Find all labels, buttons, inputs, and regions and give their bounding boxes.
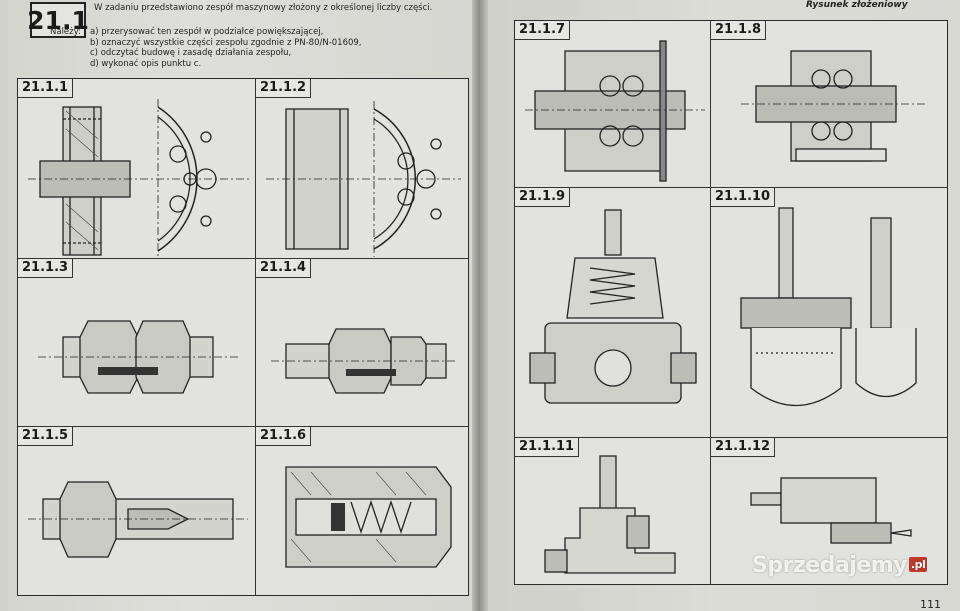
figure-label: 21.1.4: [256, 259, 312, 278]
figure-cell: 21.1.5: [18, 427, 256, 595]
pneumatic-nozzle-drawing: [750, 477, 912, 544]
angle-valve-drawing: [544, 455, 676, 574]
figure-label: 21.1.3: [18, 259, 74, 278]
figure-label: 21.1.1: [18, 79, 74, 98]
figure-cell: 21.1.9: [515, 188, 711, 438]
figure-cell: 21.1.11: [515, 438, 711, 584]
pipe-union-drawing: [38, 320, 238, 394]
figure-label: 21.1.7: [515, 21, 571, 40]
watermark: Sprzedajemy.pl: [752, 553, 928, 578]
watermark-suffix: .pl: [909, 557, 928, 572]
task-item: d) wykonać opis punktu c.: [90, 58, 202, 69]
wheel-assembly-drawing: [28, 99, 250, 257]
threaded-fitting-drawing: [271, 328, 456, 394]
task-item: a) przerysować ten zespół w podziałce po…: [90, 27, 324, 37]
exercise-number: 21.1: [27, 2, 89, 38]
page-number: 111: [920, 598, 941, 611]
filter-bowl-drawing: [740, 207, 917, 407]
task-item: c) odczytać budowę i zasadę działania ze…: [90, 48, 292, 58]
figure-label: 21.1.5: [18, 427, 74, 446]
figure-cell: 21.1.2: [256, 79, 468, 259]
figure-label: 21.1.6: [256, 427, 312, 446]
figure-label: 21.1.8: [711, 21, 767, 40]
watermark-text: Sprzedajemy: [752, 553, 908, 578]
figure-cell: 21.1.8: [711, 21, 947, 188]
figure-label: 21.1.2: [256, 79, 312, 98]
check-valve-drawing: [285, 466, 452, 568]
figure-cell: 21.1.10: [711, 188, 947, 438]
gear-wheel-drawing: [266, 101, 461, 257]
figure-cell: 21.1.1: [18, 79, 256, 259]
book-gutter: [472, 0, 488, 611]
exercise-intro: W zadaniu przedstawiono zespół maszynowy…: [94, 3, 433, 13]
figure-grid-left: 21.1.1 21.1.2: [17, 78, 469, 596]
figure-cell: 21.1.12: [711, 438, 947, 584]
figure-label: 21.1.11: [515, 438, 580, 457]
figure-label: 21.1.10: [711, 188, 776, 207]
figure-cell: 21.1.6: [256, 427, 468, 595]
page-header-title: Rysunek złożeniowy: [806, 0, 908, 10]
tasks-lead: Należy:: [50, 27, 81, 37]
figure-label: 21.1.12: [711, 438, 776, 457]
pressure-regulator-drawing: [529, 209, 697, 404]
figure-label: 21.1.9: [515, 188, 571, 207]
figure-cell: 21.1.4: [256, 259, 468, 427]
bearing-assembly-drawing: [741, 50, 926, 162]
figure-cell: 21.1.3: [18, 259, 256, 427]
bearing-housing-drawing: [525, 40, 705, 182]
task-item: b) oznaczyć wszystkie części zespołu zgo…: [90, 37, 362, 48]
valve-plug-drawing: [28, 481, 248, 558]
task-list: a) przerysować ten zespół w podziałce po…: [90, 27, 362, 69]
figure-grid-right: 21.1.7 21.1.8: [514, 20, 948, 585]
figure-cell: 21.1.7: [515, 21, 711, 188]
